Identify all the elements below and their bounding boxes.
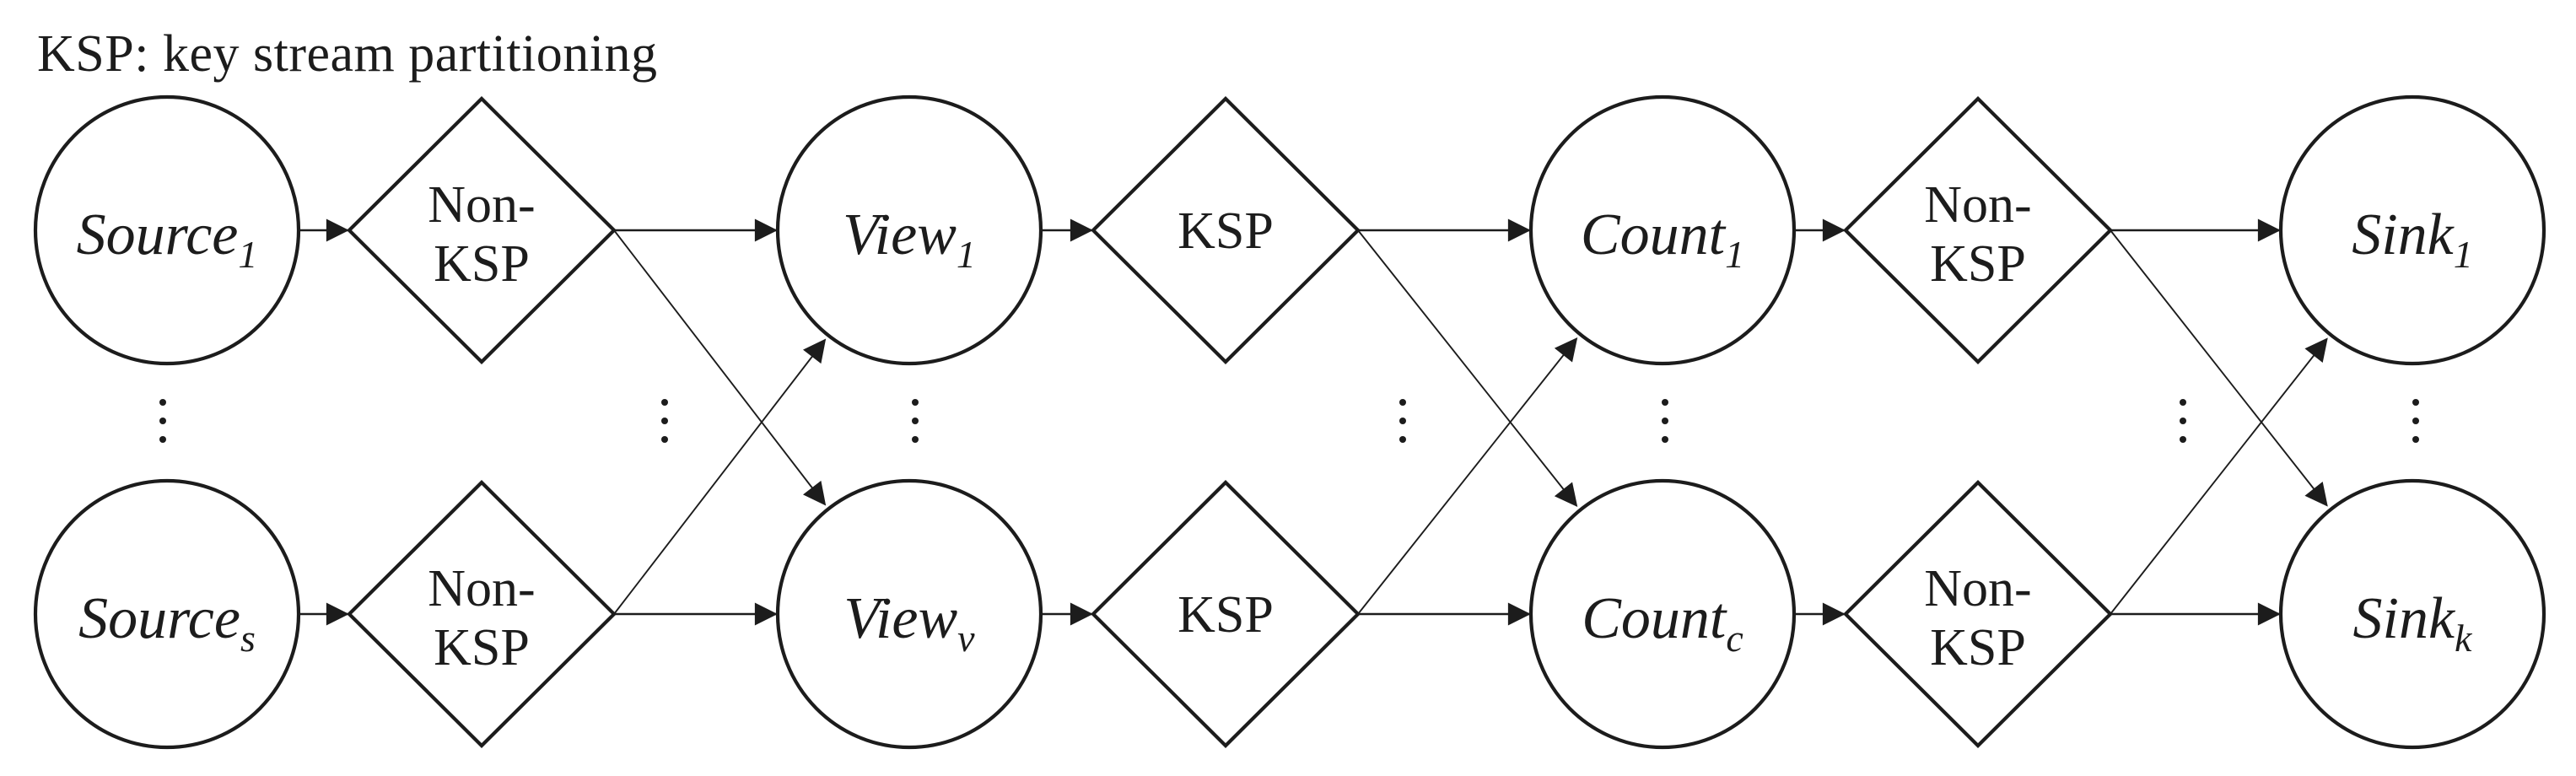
nonksp-top-1-label-line1: Non- (428, 176, 535, 234)
vertical-ellipsis-4 (1399, 399, 1406, 443)
ellipsis-dot (2180, 399, 2186, 406)
ellipsis-dot (1662, 399, 1668, 406)
ellipsis-dot (2180, 418, 2186, 424)
ellipsis-dot (912, 399, 919, 406)
source-s-circle (33, 478, 301, 750)
ellipsis-dot (2180, 436, 2186, 443)
node-sink-k: Sinkk (2278, 478, 2546, 750)
node-nonksp-top-2: Non-KSP (1843, 96, 2113, 364)
node-source-s: Sources (33, 478, 301, 750)
cross-edge-nonksp-bottom-1-to-view-1 (613, 338, 827, 615)
vertical-ellipsis-3 (912, 399, 919, 443)
vertical-ellipsis-5 (1662, 399, 1668, 443)
ellipsis-dot (912, 418, 919, 424)
sink-1-circle (2278, 94, 2546, 366)
ellipsis-dot (2412, 436, 2419, 443)
nonksp-top-2-diamond (1843, 96, 2113, 364)
node-ksp-bottom: KSP (1091, 480, 1361, 748)
nonksp-bottom-1-label-line2: KSP (434, 619, 530, 676)
ellipsis-dot (912, 436, 919, 443)
nonksp-top-1-diamond (347, 96, 617, 364)
cross-edge-nonksp-top-1-to-view-v (613, 229, 827, 506)
ksp-top-diamond (1091, 96, 1361, 364)
source-s-label: Sources (78, 586, 256, 660)
ellipsis-dot (661, 436, 668, 443)
source-1-label: Source1 (77, 202, 258, 276)
view-1-circle (775, 94, 1043, 366)
node-view-v: Viewv (775, 478, 1043, 750)
count-c-circle (1528, 478, 1797, 750)
view-1-label: View1 (843, 202, 976, 276)
sink-1-label: Sink1 (2352, 202, 2473, 276)
nonksp-bottom-2-diamond (1843, 480, 2113, 748)
nonksp-bottom-2-label-line1: Non- (1924, 560, 2031, 617)
node-view-1: View1 (775, 94, 1043, 366)
cross-edge-nonksp-bottom-2-to-sink-1 (2110, 337, 2328, 615)
vertical-ellipsis-2 (661, 399, 668, 443)
ellipsis-dot (1399, 399, 1406, 406)
source-1-circle (33, 94, 301, 366)
nonksp-bottom-2-label-line2: KSP (1930, 619, 2026, 676)
vertical-ellipsis-7 (2412, 399, 2419, 443)
cross-edge-ksp-bottom-to-count-1 (1357, 337, 1578, 615)
ellipsis-dot (1399, 418, 1406, 424)
edges-layer (299, 218, 2328, 626)
node-count-c: Countc (1528, 478, 1797, 750)
node-ksp-top: KSP (1091, 96, 1361, 364)
ksp-bottom-label: KSP (1178, 586, 1274, 644)
ellipsis-dot (159, 436, 166, 443)
ksp-top-label: KSP (1178, 202, 1274, 260)
ellipsis-dot (1399, 436, 1406, 443)
ellipsis-dot (2412, 418, 2419, 424)
ellipsis-dot (159, 399, 166, 406)
count-1-label: Count1 (1581, 202, 1744, 276)
node-count-1: Count1 (1528, 94, 1797, 366)
nonksp-top-2-label-line2: KSP (1930, 235, 2026, 293)
nonksp-bottom-1-diamond (347, 480, 617, 748)
ellipsis-dot (2412, 399, 2419, 406)
diagram-legend-title: KSP: key stream partitioning (37, 25, 658, 83)
count-1-circle (1528, 94, 1797, 366)
node-nonksp-bottom-1: Non-KSP (347, 480, 617, 748)
count-c-label: Countc (1582, 586, 1743, 660)
nonksp-top-1-label-line2: KSP (434, 235, 530, 293)
cross-edge-ksp-top-to-count-c (1357, 229, 1578, 508)
ellipsis-dot (159, 418, 166, 424)
ksp-bottom-diamond (1091, 480, 1361, 748)
vertical-ellipsis-1 (159, 399, 166, 443)
nodes-layer: Source1SourcesNon-KSPNon-KSPView1ViewvKS… (33, 94, 2546, 750)
node-sink-1: Sink1 (2278, 94, 2546, 366)
sink-k-label: Sinkk (2353, 586, 2474, 660)
view-v-circle (775, 478, 1043, 750)
node-nonksp-top-1: Non-KSP (347, 96, 617, 364)
node-nonksp-bottom-2: Non-KSP (1843, 480, 2113, 748)
nonksp-top-2-label-line1: Non- (1924, 176, 2031, 234)
ellipsis-dot (661, 418, 668, 424)
sink-k-circle (2278, 478, 2546, 750)
ellipsis-dot (1662, 436, 1668, 443)
view-v-label: Viewv (843, 586, 975, 660)
cross-edge-nonksp-top-2-to-sink-k (2110, 229, 2328, 507)
nonksp-bottom-1-label-line1: Non- (428, 560, 535, 617)
ellipsis-dot (661, 399, 668, 406)
ellipsis-layer (159, 399, 2419, 443)
ellipsis-dot (1662, 418, 1668, 424)
node-source-1: Source1 (33, 94, 301, 366)
vertical-ellipsis-6 (2180, 399, 2186, 443)
